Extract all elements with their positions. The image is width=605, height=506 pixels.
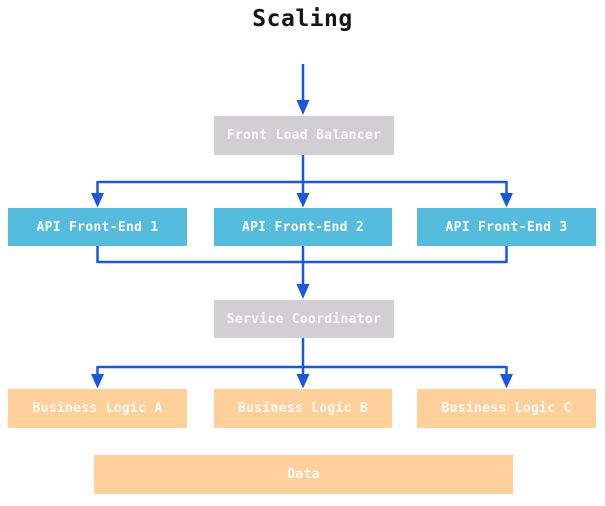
node-service-coordinator: Service Coordinator: [214, 300, 394, 338]
diagram-title: Scaling: [252, 6, 353, 32]
arrowhead-icon: [500, 374, 513, 389]
arrowhead-icon: [296, 284, 310, 299]
edge-load-balancer-to-apis: [91, 155, 513, 208]
edge-top-to-load-balancer: [296, 64, 310, 115]
arrowhead-icon: [91, 193, 104, 208]
arrowhead-icon: [91, 374, 104, 389]
node-business-logic-c: Business Logic C: [417, 389, 596, 428]
node-api-front-end-2: API Front-End 2: [214, 208, 392, 246]
edge-coordinator-to-logic: [91, 338, 513, 389]
node-business-logic-b: Business Logic B: [214, 389, 392, 428]
arrowhead-icon: [296, 193, 310, 208]
node-api-front-end-3: API Front-End 3: [417, 208, 596, 246]
node-front-load-balancer: Front Load Balancer: [214, 116, 394, 155]
arrowhead-icon: [296, 100, 310, 115]
arrowhead-icon: [500, 193, 513, 208]
edge-apis-to-coordinator: [96, 246, 508, 299]
node-business-logic-a: Business Logic A: [8, 389, 187, 428]
arrowhead-icon: [296, 374, 310, 389]
node-api-front-end-1: API Front-End 1: [8, 208, 187, 246]
node-data: Data: [94, 455, 513, 494]
